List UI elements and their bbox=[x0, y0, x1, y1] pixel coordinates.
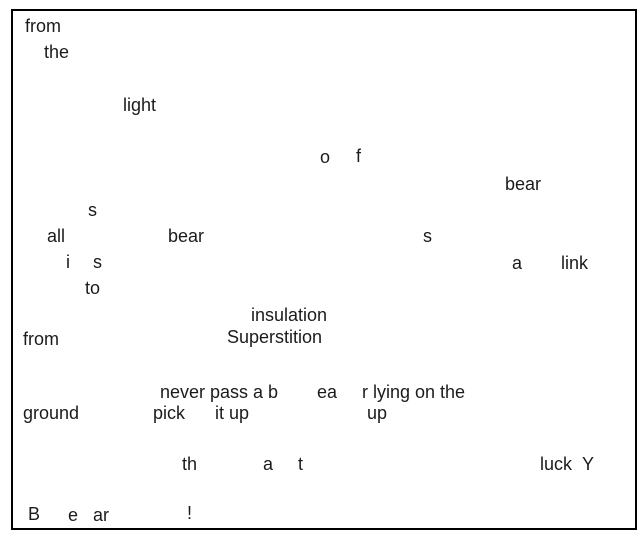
text-fragment: all bbox=[47, 226, 66, 246]
text-fragment: f bbox=[356, 146, 362, 166]
text-fragment: ar bbox=[93, 505, 110, 525]
text-fragment: bear bbox=[168, 226, 205, 246]
text-fragment: e bbox=[68, 505, 79, 525]
text-fragment: r lying on the bbox=[362, 382, 466, 402]
text-fragment: ground bbox=[23, 403, 80, 423]
text-fragment: bear bbox=[505, 174, 542, 194]
text-fragment: B bbox=[28, 504, 41, 524]
text-fragment: it up bbox=[215, 403, 250, 423]
text-fragment: ! bbox=[187, 503, 193, 523]
text-fragment: t bbox=[298, 454, 304, 474]
text-fragment: i bbox=[66, 252, 70, 272]
text-fragment: link bbox=[561, 253, 589, 273]
text-fragment: a bbox=[263, 454, 274, 474]
text-fragment: o bbox=[320, 147, 331, 167]
text-fragment: Superstition bbox=[227, 327, 323, 347]
text-fragment: to bbox=[85, 278, 101, 298]
text-fragment: from bbox=[23, 329, 59, 349]
text-fragment: Y bbox=[582, 454, 595, 474]
text-fragment: s bbox=[88, 200, 97, 220]
text-fragment: the bbox=[44, 42, 70, 62]
text-fragment: a bbox=[512, 253, 523, 273]
text-fragment: s bbox=[423, 226, 432, 246]
text-fragment: pick bbox=[153, 403, 186, 423]
text-fragment: up bbox=[367, 403, 388, 423]
slide-border-frame bbox=[11, 9, 637, 530]
text-fragment: s bbox=[93, 252, 102, 272]
text-fragment: insulation bbox=[251, 305, 328, 325]
text-fragment: ea bbox=[317, 382, 338, 402]
text-fragment: from bbox=[25, 16, 61, 36]
text-fragment: luck bbox=[540, 454, 573, 474]
text-fragment: light bbox=[123, 95, 157, 115]
text-fragment: never pass a b bbox=[160, 382, 279, 402]
text-fragment: th bbox=[182, 454, 198, 474]
